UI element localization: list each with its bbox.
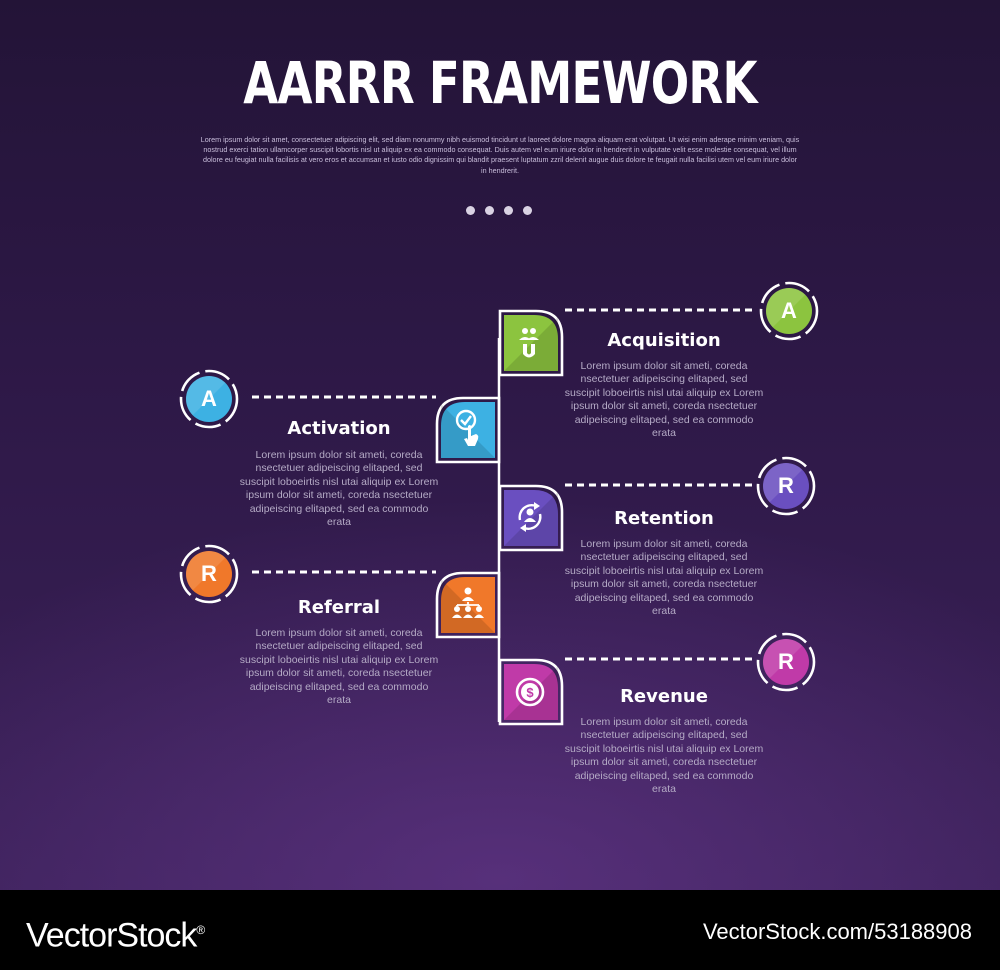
stage-referral-badge: R [177,542,241,606]
network-users-icon [435,571,501,641]
magnet-users-icon [498,309,564,379]
stage-revenue-badge: R [754,630,818,694]
stage-title-activation: Activation [287,418,391,439]
dollar-coin-icon: $ [498,658,564,728]
stage-title-retention: Retention [614,508,714,529]
page-subtitle: Lorem ipsum dolor sit amet, consectetuer… [200,135,800,175]
stage-activation-badge: A [177,367,241,431]
dot [466,206,475,215]
footer-bar: VectorStock® VectorStock.com/53188908 [0,890,1000,970]
dot [504,206,513,215]
stage-body-acquisition: Lorem ipsum dolor sit ameti, coreda nsec… [564,360,764,440]
stage-title-acquisition: Acquisition [607,330,721,351]
brand-logo: VectorStock® [26,910,205,955]
stage-retention-badge: R [754,454,818,518]
dot [485,206,494,215]
brand-name: VectorStock [26,916,197,955]
registered-mark: ® [196,923,205,937]
touch-check-icon [435,396,501,466]
stage-letter: R [778,649,794,674]
image-id: VectorStock.com/53188908 [702,919,972,944]
stage-body-revenue: Lorem ipsum dolor sit ameti, coreda nsec… [564,716,764,796]
stage-body-referral: Lorem ipsum dolor sit ameti, coreda nsec… [239,627,439,707]
stage-body-activation: Lorem ipsum dolor sit ameti, coreda nsec… [239,449,439,529]
infographic-canvas: AARRR FRAMEWORK Lorem ipsum dolor sit am… [0,0,1000,890]
stage-letter: A [201,386,217,411]
stage-title-revenue: Revenue [620,686,708,707]
stage-acquisition-badge: A [757,279,821,343]
page-title: AARRR FRAMEWORK [243,49,757,117]
svg-text:$: $ [526,685,534,700]
stage-title-referral: Referral [297,597,381,618]
stage-letter: R [778,473,794,498]
stage-letter: A [781,298,797,323]
stage-letter: R [201,561,217,586]
stage-body-retention: Lorem ipsum dolor sit ameti, coreda nsec… [564,538,764,618]
user-cycle-icon [498,484,564,554]
pagination-dots [466,206,536,216]
dot [523,206,532,215]
